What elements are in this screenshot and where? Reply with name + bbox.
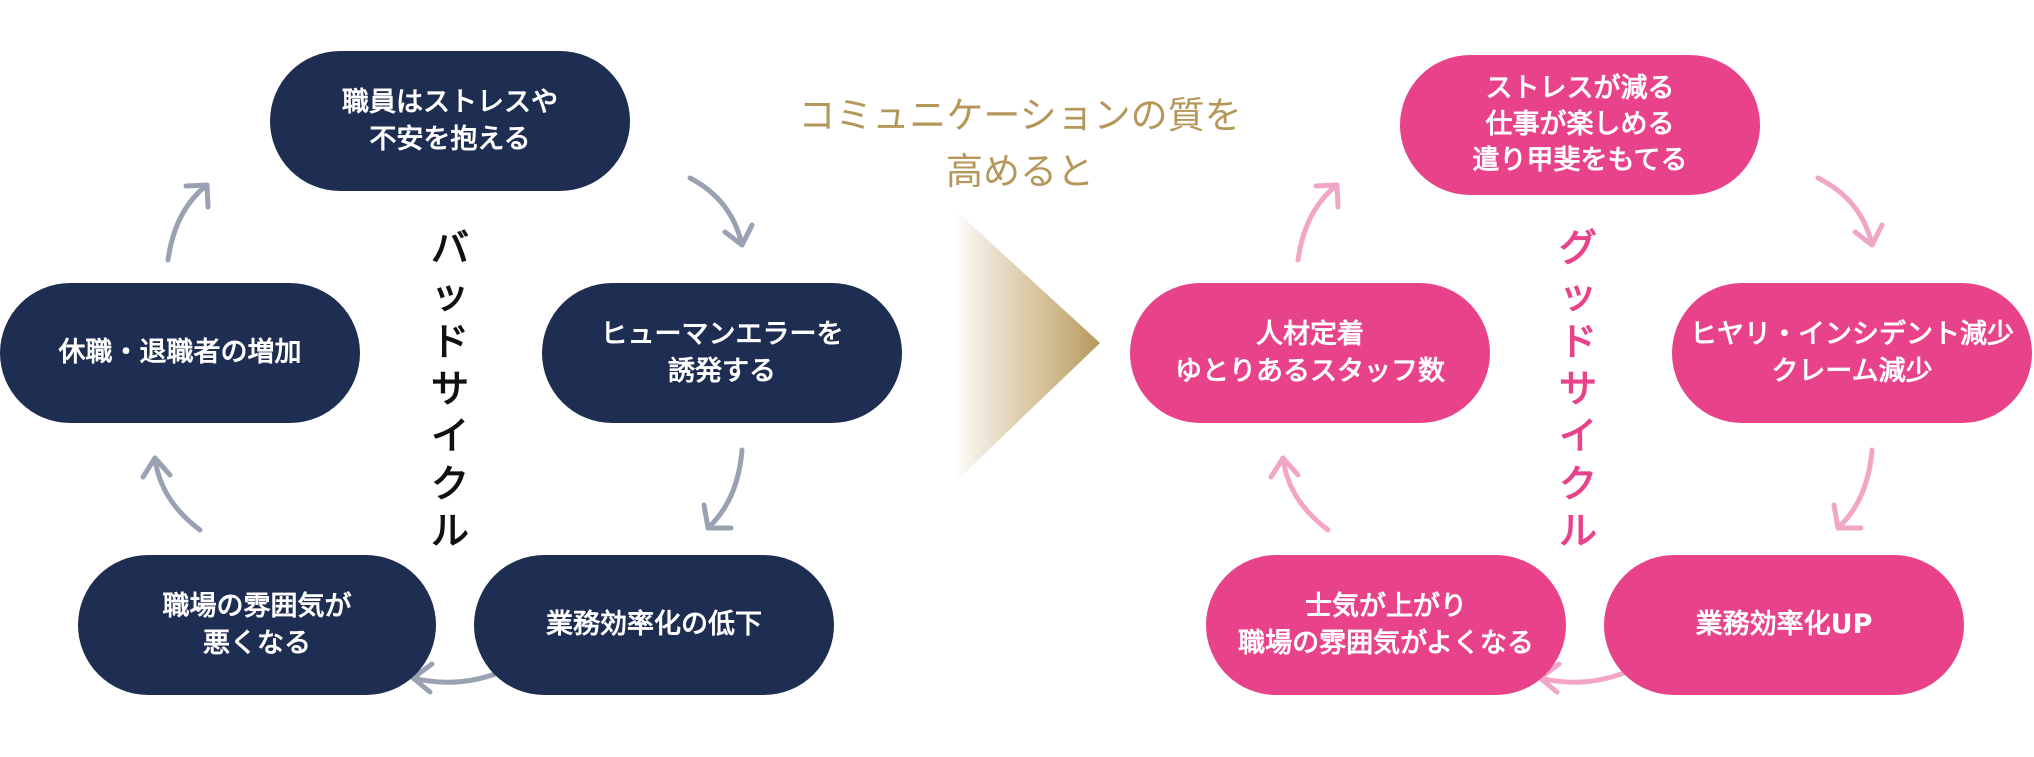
bad-arrow-1-icon (687, 175, 755, 248)
good-arrow-4-icon (1268, 455, 1331, 533)
bad-cycle-label: バ ッ ド サ イ ク ル (430, 226, 469, 553)
bad-node-human-error: ヒューマンエラーを 誘発する (542, 283, 902, 423)
good-arrow-2-icon (1831, 447, 1875, 531)
bad-arrow-2-icon (701, 447, 745, 531)
good-node-efficiency-up: 業務効率化UP (1604, 555, 1964, 695)
good-arrow-5-icon (1295, 182, 1341, 263)
good-cycle-label: グ ッ ド サ イ ク ル (1558, 226, 1597, 553)
bad-node-stress: 職員はストレスや 不安を抱える (270, 51, 630, 191)
transition-triangle-icon (955, 210, 1100, 482)
good-node-morale-up: 士気が上がり 職場の雰囲気がよくなる (1206, 555, 1566, 695)
bad-node-efficiency-down: 業務効率化の低下 (474, 555, 834, 695)
bad-node-leave-increase: 休職・退職者の増加 (0, 283, 360, 423)
bad-arrow-5-icon (165, 182, 211, 263)
transition-headline: コミュニケーションの質を 高めると (798, 94, 1242, 193)
good-node-incident-reduced: ヒヤリ・インシデント減少 クレーム減少 (1672, 283, 2032, 423)
good-node-stress-reduced: ストレスが減る 仕事が楽しめる 遣り甲斐をもてる (1400, 55, 1760, 195)
bad-arrow-4-icon (140, 455, 203, 533)
good-node-retention: 人材定着 ゆとりあるスタッフ数 (1130, 283, 1490, 423)
bad-node-atmosphere-worse: 職場の雰囲気が 悪くなる (78, 555, 436, 695)
good-arrow-1-icon (1815, 175, 1885, 248)
